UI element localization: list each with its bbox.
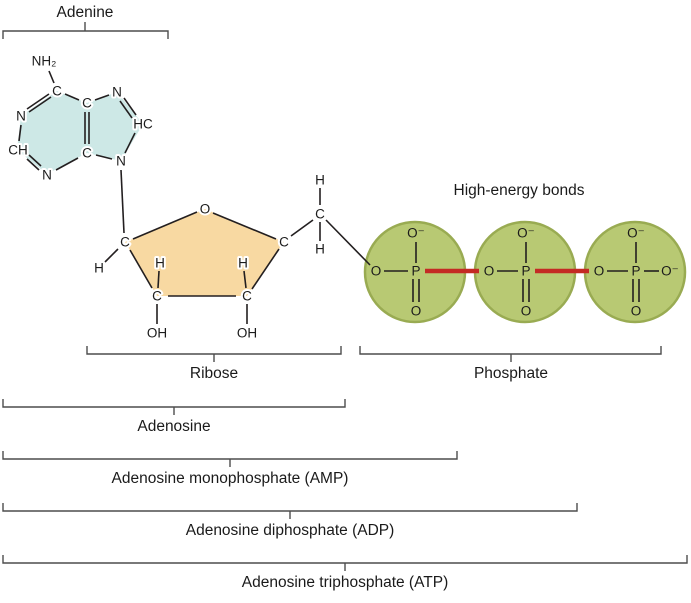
ribose-c3-label: C <box>242 289 252 304</box>
phosphate1-o-bridge-label: O <box>371 264 382 279</box>
ribose-c2-label: C <box>152 289 162 304</box>
phosphate1-p-label: P <box>411 264 420 279</box>
ribose-c1-label: C <box>120 235 130 250</box>
adenine-n7-label: N <box>112 85 122 100</box>
atp-bracket-label: Adenosine triphosphate (ATP) <box>242 574 449 591</box>
amp-bracket-label: Adenosine monophosphate (AMP) <box>112 470 349 487</box>
adenosine-bracket-label: Adenosine <box>137 418 210 435</box>
phosphate3-o-double-label: O <box>631 304 642 319</box>
adenine-ring-fill <box>17 91 143 174</box>
adenine-bracket <box>2 22 169 39</box>
ch2-h-bottom-label: H <box>315 242 325 257</box>
adenine-n9-label: N <box>116 154 126 169</box>
ribose-bracket-label: Ribose <box>190 365 238 382</box>
high-energy-bonds-caption: High-energy bonds <box>454 182 585 199</box>
phosphate3-o-minus-top-label: O⁻ <box>627 226 645 241</box>
ribose-o-label: O <box>200 202 211 217</box>
phosphate2-o-double-label: O <box>521 304 532 319</box>
adenine-c4-label: C <box>82 146 92 161</box>
adenine-nh2-label: NH₂ <box>32 54 57 69</box>
adenine-c6-label: C <box>52 84 62 99</box>
adenine-c2-label: CH <box>8 143 28 158</box>
phosphate2-p-label: P <box>521 264 530 279</box>
adenine-c8-label: HC <box>133 117 153 132</box>
phosphate2-o-bridge-label: O <box>484 264 495 279</box>
phosphate1-o-double-label: O <box>411 304 422 319</box>
ribose-c4-label: C <box>279 235 289 250</box>
adenine-n1-label: N <box>16 109 26 124</box>
adenosine-bracket <box>2 399 346 415</box>
ribose-oh-right-label: OH <box>237 326 257 341</box>
phosphate3-p-label: P <box>631 264 640 279</box>
adenine-bracket-label: Adenine <box>57 4 114 21</box>
phosphate3-o-bridge-label: O <box>594 264 605 279</box>
atp-bracket <box>2 555 688 571</box>
amp-bracket <box>2 451 458 467</box>
phosphate1-o-minus-label: O⁻ <box>407 226 425 241</box>
ribose-h-inner-right-label: H <box>238 256 248 271</box>
ribose-h-inner-left-label: H <box>155 256 165 271</box>
adenine-c5-label: C <box>82 96 92 111</box>
ribose-oh-left-label: OH <box>147 326 167 341</box>
ribose-bracket <box>86 346 342 362</box>
phosphate-bracket <box>359 346 662 362</box>
adp-bracket <box>2 503 578 519</box>
bond-lines <box>18 70 659 324</box>
ribose-h-left-label: H <box>94 261 104 276</box>
ch2-c-label: C <box>315 207 325 222</box>
phosphate2-o-minus-label: O⁻ <box>517 226 535 241</box>
adp-bracket-label: Adenosine diphosphate (ADP) <box>186 522 395 539</box>
phosphate3-o-minus-right-label: O⁻ <box>661 264 679 279</box>
adenine-n3-label: N <box>42 168 52 183</box>
ch2-h-top-label: H <box>315 173 325 188</box>
phosphate-bracket-label: Phosphate <box>474 365 548 382</box>
